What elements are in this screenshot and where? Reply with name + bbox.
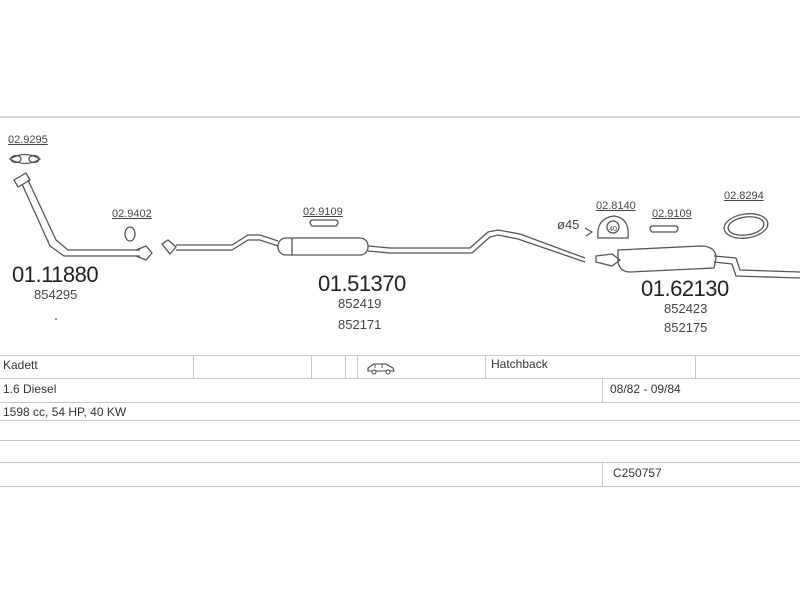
assembly-ref-rear-1: 852423: [664, 301, 708, 316]
assembly-number-middle[interactable]: 01.51370: [318, 271, 406, 296]
table-divider: [345, 355, 346, 378]
table-divider: [311, 355, 312, 378]
rear-silencer-01-62130: [595, 245, 800, 279]
part-label-clamp-a[interactable]: 02.9109: [303, 206, 343, 218]
exhaust-diagram: 40: [8, 153, 800, 279]
part-label-gasket[interactable]: 02.9295: [8, 134, 48, 146]
table-line: [0, 420, 800, 421]
middle-pipe-01-51370: [161, 229, 586, 263]
diameter-note: ø45: [557, 217, 580, 232]
table-line: [0, 402, 800, 403]
table-divider: [357, 355, 358, 378]
table-divider: [602, 378, 603, 402]
vehicle-specs: 1598 cc, 54 HP, 40 KW: [3, 405, 127, 419]
clamp-02-9109-b: [649, 225, 679, 233]
ring-02-9402: [124, 226, 136, 242]
part-label-ring-rear[interactable]: 02.8294: [724, 190, 764, 202]
table-divider: [695, 355, 696, 378]
diagram-frame-top: [0, 116, 800, 118]
assembly-ref-front: 854295: [34, 287, 78, 302]
vehicle-engine: 1.6 Diesel: [3, 382, 57, 396]
vehicle-model: Kadett: [3, 358, 38, 372]
part-label-ring[interactable]: 02.9402: [112, 208, 152, 220]
part-label-bracket[interactable]: 02.8140: [596, 200, 636, 212]
table-divider: [193, 355, 194, 378]
table-line: [0, 440, 800, 441]
car-hatchback-icon: [367, 363, 395, 375]
part-label-clamp-b[interactable]: 02.9109: [652, 208, 692, 220]
clamp-label: 40: [609, 226, 617, 233]
table-line: [0, 355, 800, 356]
assembly-number-front[interactable]: 01.11880: [12, 262, 99, 287]
assembly-ref-middle-1: 852419: [338, 296, 382, 311]
clamp-02-9109-a: [309, 219, 339, 227]
vehicle-years: 08/82 - 09/84: [610, 382, 681, 396]
vehicle-body: Hatchback: [491, 357, 548, 371]
stray-dot: [55, 318, 57, 320]
ring-02-8294: [723, 213, 769, 239]
table-divider: [485, 355, 486, 378]
table-line: [0, 378, 800, 379]
gasket-02-9295: [8, 153, 42, 165]
front-pipe-01-11880: [13, 172, 153, 261]
assembly-ref-middle-2: 852171: [338, 317, 382, 332]
table-line: [0, 486, 800, 487]
vehicle-code: C250757: [613, 466, 662, 480]
assembly-ref-rear-2: 852175: [664, 320, 708, 335]
assembly-number-rear[interactable]: 01.62130: [641, 276, 729, 301]
table-divider: [602, 462, 603, 486]
bracket-02-8140: [597, 215, 629, 239]
table-line: [0, 462, 800, 463]
